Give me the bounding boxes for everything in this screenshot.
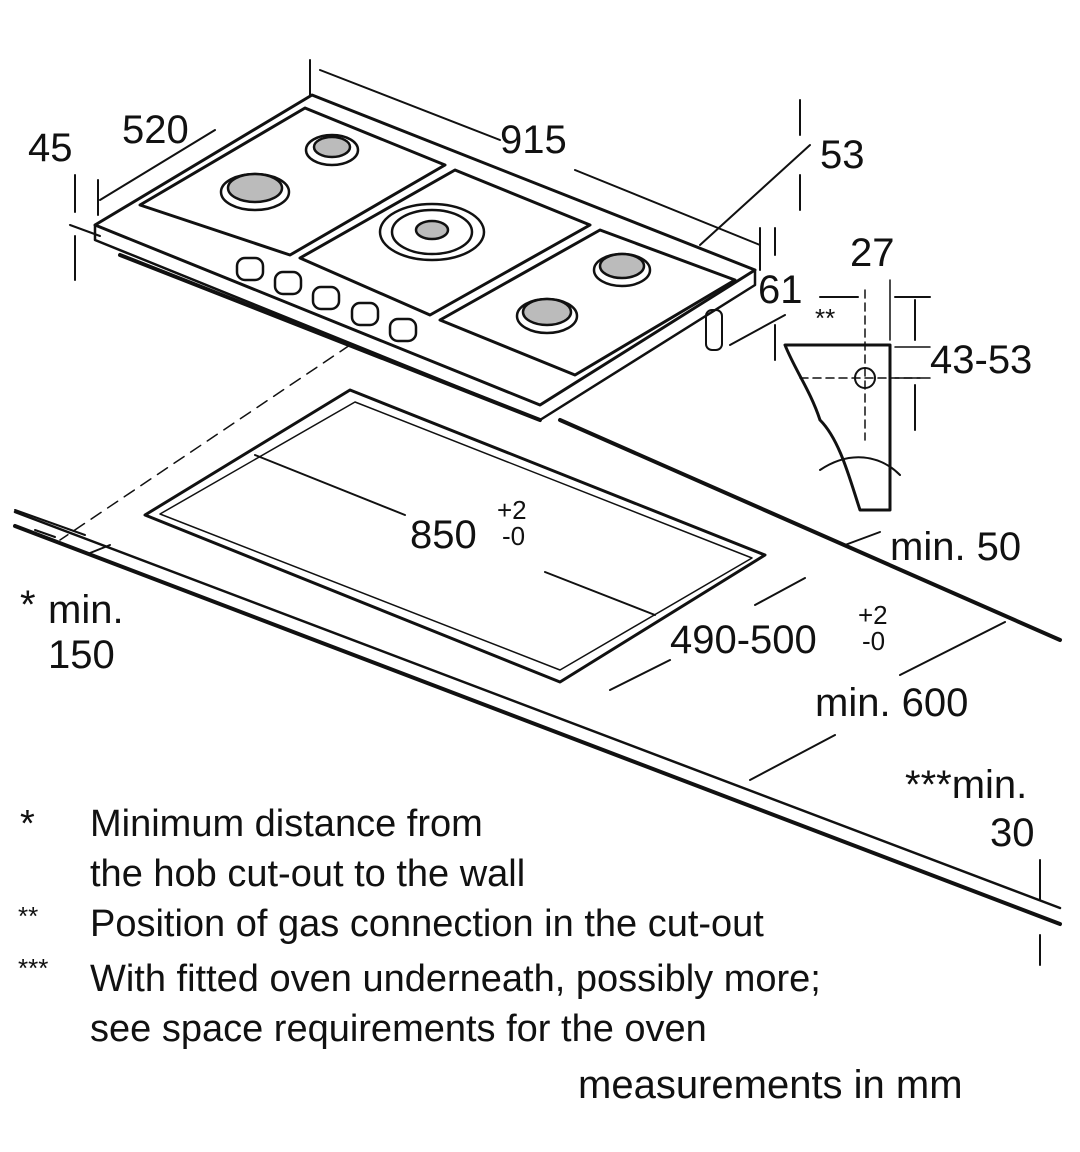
note-text: the hob cut-out to the wall [90, 853, 526, 895]
note-marker: ** [18, 901, 39, 931]
cutout [59, 344, 767, 684]
wall-marker: * [20, 583, 36, 627]
note-text: see space requirements for the oven [90, 1008, 707, 1050]
dim-min-50: min. 50 [890, 525, 1022, 569]
note-text: Minimum distance from [90, 803, 483, 845]
dim-min-oven-value: 30 [990, 811, 1035, 855]
gas-marker: ** [815, 303, 836, 333]
dim-53: 53 [820, 133, 865, 177]
dim-cutout-width: 850+2-0 [410, 495, 527, 557]
dim-43-53: 43-53 [930, 338, 1033, 382]
dim-min-600: min. 600 [815, 681, 969, 725]
note-text: With fitted oven underneath, possibly mo… [90, 958, 821, 1000]
dim-depth-520: 520 [122, 108, 189, 152]
units-label: measurements in mm [578, 1063, 963, 1107]
note-text: Position of gas connection in the cut-ou… [90, 903, 764, 945]
note-marker: *** [18, 953, 49, 983]
knobs [235, 256, 418, 343]
countertop [13, 418, 1062, 926]
dim-cutout-depth: 490-500+2-0 [670, 600, 888, 662]
dimension-lines [34, 59, 1041, 966]
dim-27: 27 [850, 231, 895, 275]
note-marker: * [20, 803, 35, 845]
burners [219, 133, 652, 335]
gas-connection-profile [783, 279, 931, 512]
dim-width-915: 915 [500, 118, 567, 162]
dim-min-oven-label: ***min. [905, 763, 1028, 807]
dim-height-45: 45 [28, 126, 73, 170]
dim-min-wall-label: min. [48, 588, 124, 632]
hob [93, 93, 757, 422]
dim-min-wall-value: 150 [48, 633, 115, 677]
dim-61: 61 [758, 268, 803, 312]
